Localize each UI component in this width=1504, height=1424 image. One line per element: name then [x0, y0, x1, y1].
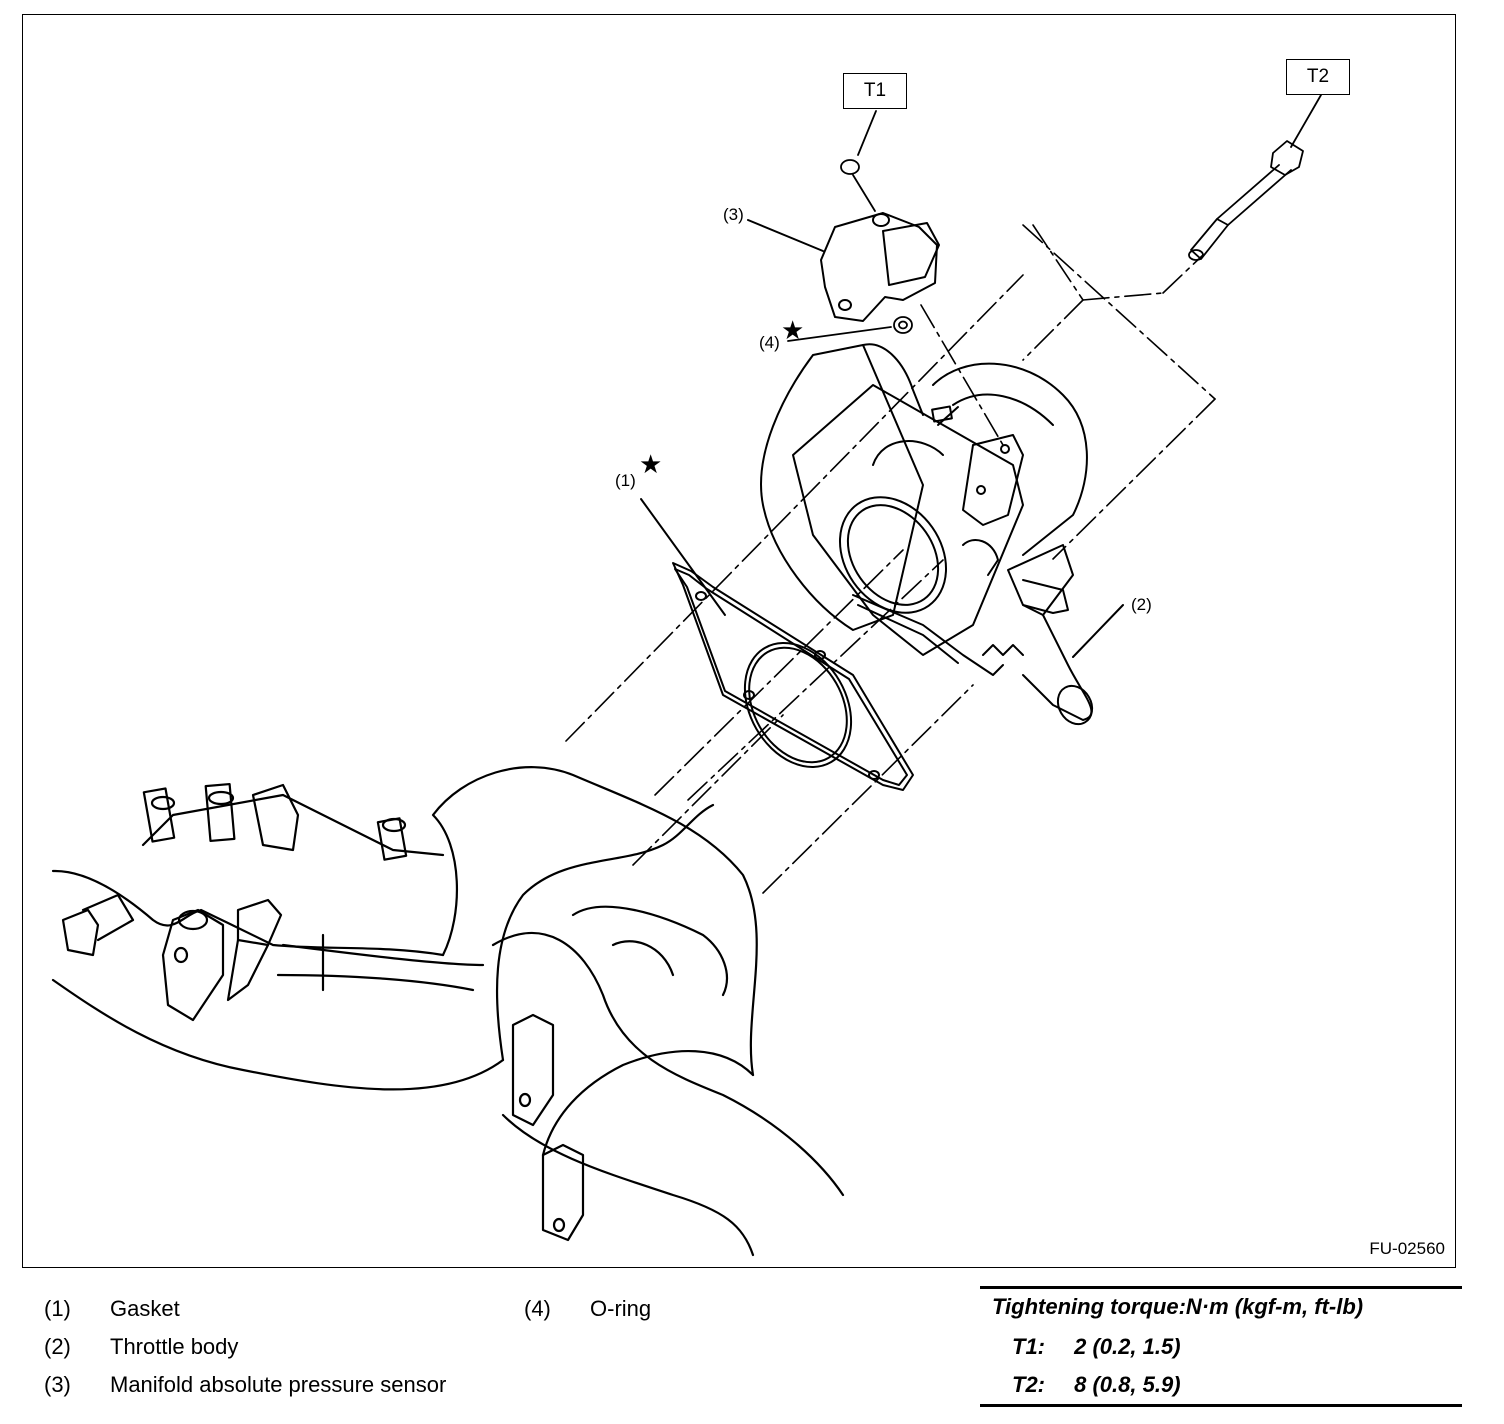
callout-4: (4)	[759, 333, 780, 352]
legend-label: Manifold absolute pressure sensor	[110, 1372, 447, 1397]
exploded-view-drawing	[51, 94, 1322, 1257]
legend-label: O-ring	[590, 1296, 652, 1321]
exploded-view-figure: T1 T2 (3) (4) ★ (1) ★ (2) FU-02560	[22, 14, 1456, 1268]
alignment-lines	[565, 224, 1216, 894]
screw-t1	[840, 110, 877, 212]
map-sensor	[747, 212, 940, 322]
torque-value: 8 (0.8, 5.9)	[1074, 1372, 1181, 1397]
callout-t1: T1	[843, 73, 907, 109]
torque-row: T2: 8 (0.8, 5.9)	[1012, 1372, 1181, 1398]
callout-3: (3)	[723, 205, 744, 224]
gasket	[640, 498, 914, 791]
callout-2: (2)	[1131, 595, 1152, 614]
legend-label: Throttle body	[110, 1334, 239, 1359]
torque-key: T1:	[1012, 1334, 1045, 1359]
bolt-t2	[1188, 94, 1322, 261]
callout-t2: T2	[1286, 59, 1350, 95]
torque-bottom-rule	[980, 1404, 1462, 1407]
torque-value: 2 (0.2, 1.5)	[1074, 1334, 1181, 1359]
legend-num: (4)	[524, 1296, 551, 1321]
star-icon: ★	[639, 449, 663, 479]
callout-1: (1)	[615, 471, 636, 490]
star-icon: ★	[781, 315, 805, 345]
o-ring	[787, 316, 913, 342]
throttle-body	[760, 343, 1124, 726]
torque-row: T1: 2 (0.2, 1.5)	[1012, 1334, 1181, 1360]
torque-title: Tightening torque:N·m (kgf-m, ft-lb)	[992, 1294, 1364, 1319]
torque-key: T2:	[1012, 1372, 1045, 1397]
legend-num: (1)	[44, 1296, 71, 1321]
legend-label: Gasket	[110, 1296, 180, 1321]
intake-manifold	[51, 766, 845, 1257]
figure-code: FU-02560	[1369, 1239, 1445, 1258]
legend-num: (2)	[44, 1334, 71, 1359]
torque-top-rule	[980, 1286, 1462, 1289]
legend-num: (3)	[44, 1372, 71, 1397]
